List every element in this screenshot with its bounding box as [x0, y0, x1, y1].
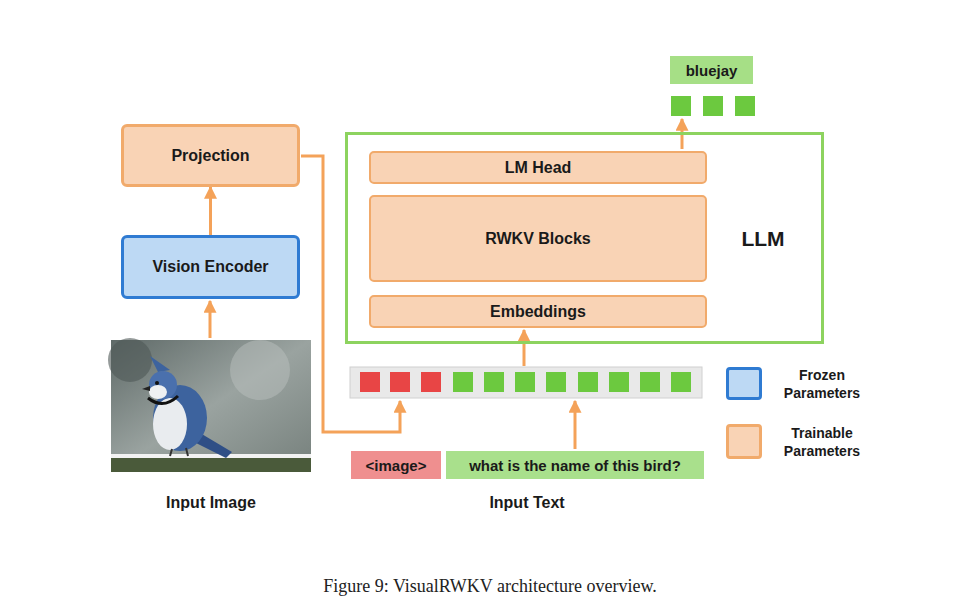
bird-eye	[155, 381, 159, 385]
frozen-box: Vision Encoder	[121, 235, 300, 299]
box-label: bluejay	[686, 62, 738, 79]
group-box: LLM LM HeadRWKV BlocksEmbeddings	[345, 132, 824, 344]
photo-blur	[108, 338, 152, 382]
output-tokens	[671, 96, 755, 116]
bird-beak	[142, 386, 150, 391]
group-title: LLM	[720, 227, 806, 251]
text-token	[640, 372, 660, 392]
process-box: LM Head	[369, 151, 707, 184]
box-label: Vision Encoder	[152, 258, 268, 276]
token-strip-bg	[350, 367, 702, 398]
box-label: RWKV Blocks	[485, 230, 591, 248]
bird-crest	[150, 356, 170, 372]
legend-swatch	[726, 424, 762, 459]
flow-arrow	[574, 401, 577, 449]
output-token	[703, 96, 723, 116]
box-label: what is the name of this bird?	[469, 457, 681, 474]
bird-belly	[153, 398, 187, 450]
photo-branch	[111, 455, 311, 472]
bird-face	[149, 385, 167, 399]
process-box: Embeddings	[369, 295, 707, 328]
input-text-box: what is the name of this bird?	[446, 451, 704, 479]
flow-arrow	[523, 330, 526, 366]
text-token	[578, 372, 598, 392]
text-token	[546, 372, 566, 392]
section-label: Input Text	[427, 494, 627, 512]
output-label-box: bluejay	[670, 56, 753, 84]
photo-snow	[111, 454, 311, 458]
bird-necklace	[148, 396, 178, 404]
process-box: Projection	[121, 124, 300, 187]
box-label: Projection	[171, 147, 249, 165]
text-token	[453, 372, 473, 392]
image-token	[360, 372, 380, 392]
image-token	[421, 372, 441, 392]
legend-swatch	[726, 367, 762, 400]
text-token	[671, 372, 691, 392]
text-token	[515, 372, 535, 392]
flow-arrow	[209, 187, 212, 235]
figure-caption: Figure 9: VisualRWKV architecture overvi…	[0, 576, 980, 597]
flow-arrow	[209, 301, 212, 338]
box-label: Embeddings	[490, 303, 586, 321]
output-token	[735, 96, 755, 116]
box-label: <image>	[366, 457, 427, 474]
bird-head	[149, 371, 177, 399]
box-label: LM Head	[505, 159, 572, 177]
legend-label: Frozen Parameters	[770, 366, 874, 402]
legend-label: Trainable Parameters	[770, 424, 874, 460]
token-strip	[350, 367, 702, 398]
bird-legs	[170, 448, 188, 456]
text-token	[484, 372, 504, 392]
text-token	[609, 372, 629, 392]
input-photo	[108, 338, 311, 472]
section-label: Input Image	[111, 494, 311, 512]
image-token	[390, 372, 410, 392]
process-box: RWKV Blocks	[369, 195, 707, 282]
input-token-box: <image>	[351, 451, 441, 479]
photo-blur	[230, 340, 290, 400]
connectors	[210, 187, 211, 235]
output-token	[671, 96, 691, 116]
